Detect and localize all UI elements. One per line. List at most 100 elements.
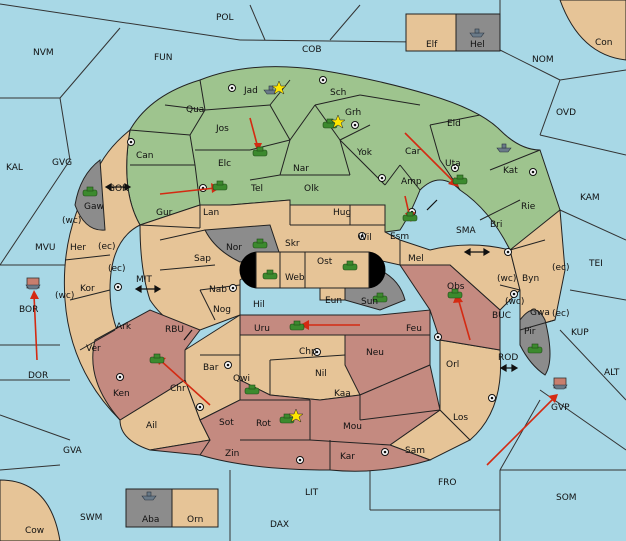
capital-stars	[271, 80, 346, 423]
label-Ark: Ark	[116, 322, 132, 332]
label-Hil: Hil	[253, 300, 265, 310]
label-GOR: GOR	[108, 184, 128, 194]
label-Sch: Sch	[330, 88, 346, 98]
label-FRO: FRO	[438, 478, 457, 488]
label-Wil: Wil	[358, 233, 372, 243]
label-RBU: RBU	[165, 325, 184, 335]
label-coast-Gwa-wc: (wc)	[505, 297, 524, 307]
label-TEI: TEI	[588, 259, 603, 269]
label-Gur: Gur	[156, 208, 173, 218]
label-Kar: Kar	[340, 452, 355, 462]
label-KAM: KAM	[580, 193, 600, 203]
label-Her: Her	[70, 243, 86, 253]
label-Qwi: Qwi	[233, 374, 250, 384]
label-Nil: Nil	[315, 369, 327, 379]
label-Byn: Byn	[522, 274, 539, 284]
label-Neu: Neu	[366, 348, 384, 358]
region-Orn[interactable]	[171, 488, 219, 528]
region-Hel[interactable]	[455, 13, 501, 52]
label-BOR: BOR	[19, 305, 38, 315]
label-Eun: Eun	[325, 296, 342, 306]
label-SOM: SOM	[556, 493, 577, 503]
label-Los: Los	[453, 413, 468, 423]
label-Elf: Elf	[426, 40, 438, 50]
label-Feu: Feu	[406, 324, 422, 334]
label-Gwa: Gwa	[530, 308, 550, 318]
label-Chr: Chr	[170, 384, 186, 394]
label-Bar: Bar	[203, 363, 219, 373]
label-DAX: DAX	[270, 520, 289, 530]
label-Obs: Obs	[447, 282, 465, 292]
label-coast-Kor-wc: (wc)	[55, 291, 74, 301]
label-GVA: GVA	[63, 446, 83, 456]
label-GVG: GVG	[52, 158, 72, 168]
label-Lan: Lan	[203, 208, 219, 218]
label-coast-Byn-wc: (wc)	[497, 274, 516, 284]
label-Mel: Mel	[408, 254, 424, 264]
region-labels: POL NVM FUN COB NOM Con Elf Hel OVD KAL …	[6, 13, 620, 536]
label-Mou: Mou	[343, 422, 362, 432]
label-ALT: ALT	[604, 368, 620, 378]
label-OVD: OVD	[556, 108, 576, 118]
label-Esm: Esm	[390, 232, 409, 242]
label-coast-Her-wc: (wc)	[62, 216, 81, 226]
label-Rot: Rot	[256, 419, 271, 429]
label-Amp: Amp	[401, 177, 422, 187]
label-KAL: KAL	[6, 163, 23, 173]
label-Ken: Ken	[113, 389, 130, 399]
label-GVP: GVP	[551, 403, 570, 413]
label-Skr: Skr	[285, 239, 300, 249]
label-Elc: Elc	[218, 159, 231, 169]
label-Rie: Rie	[521, 202, 536, 212]
label-Kaa: Kaa	[334, 389, 351, 399]
label-coast-Kor-ec: (ec)	[108, 264, 126, 274]
label-Cow: Cow	[25, 526, 44, 536]
label-COB: COB	[302, 45, 322, 55]
region-Pir[interactable]	[519, 309, 551, 376]
label-MIT: MIT	[136, 275, 152, 285]
label-Yok: Yok	[356, 148, 373, 158]
label-Grh: Grh	[345, 108, 361, 118]
label-Jos: Jos	[215, 124, 229, 134]
label-Jad: Jad	[243, 86, 258, 96]
label-Kat: Kat	[503, 166, 518, 176]
label-Ail: Ail	[146, 421, 157, 431]
label-Web: Web	[285, 273, 305, 283]
label-SWM: SWM	[80, 513, 102, 523]
label-Con: Con	[595, 38, 613, 48]
label-coast-Byn-ec: (ec)	[552, 263, 570, 273]
label-Can: Can	[136, 151, 154, 161]
label-Uru: Uru	[254, 324, 270, 334]
label-Zin: Zin	[225, 449, 239, 459]
label-Nar: Nar	[293, 164, 309, 174]
label-LIT: LIT	[305, 488, 319, 498]
label-Nog: Nog	[213, 305, 231, 315]
label-Nor: Nor	[226, 243, 242, 253]
label-NVM: NVM	[33, 48, 54, 58]
region-Elf[interactable]	[405, 13, 457, 52]
label-Orl: Orl	[446, 360, 459, 370]
label-Sap: Sap	[194, 254, 211, 264]
label-Nab: Nab	[209, 285, 227, 295]
label-DOR: DOR	[28, 371, 48, 381]
label-Qua: Qua	[186, 105, 204, 115]
label-Car: Car	[405, 147, 421, 157]
label-Aba: Aba	[142, 515, 159, 525]
label-Gaw: Gaw	[84, 202, 104, 212]
label-Hel: Hel	[470, 40, 485, 50]
label-Tel: Tel	[250, 184, 263, 194]
army-units	[82, 118, 543, 424]
label-FUN: FUN	[154, 53, 173, 63]
label-Ver: Ver	[86, 344, 101, 354]
region-Los-tan[interactable]	[439, 339, 502, 441]
label-Sam: Sam	[405, 446, 425, 456]
label-KUP: KUP	[571, 328, 589, 338]
label-Olk: Olk	[304, 184, 320, 194]
label-SMA: SMA	[456, 226, 476, 236]
label-BUC: BUC	[492, 311, 511, 321]
label-Chp: Chp	[299, 347, 317, 357]
label-POL: POL	[216, 13, 234, 23]
label-Uta: Uta	[445, 159, 461, 169]
label-Kor: Kor	[80, 284, 95, 294]
